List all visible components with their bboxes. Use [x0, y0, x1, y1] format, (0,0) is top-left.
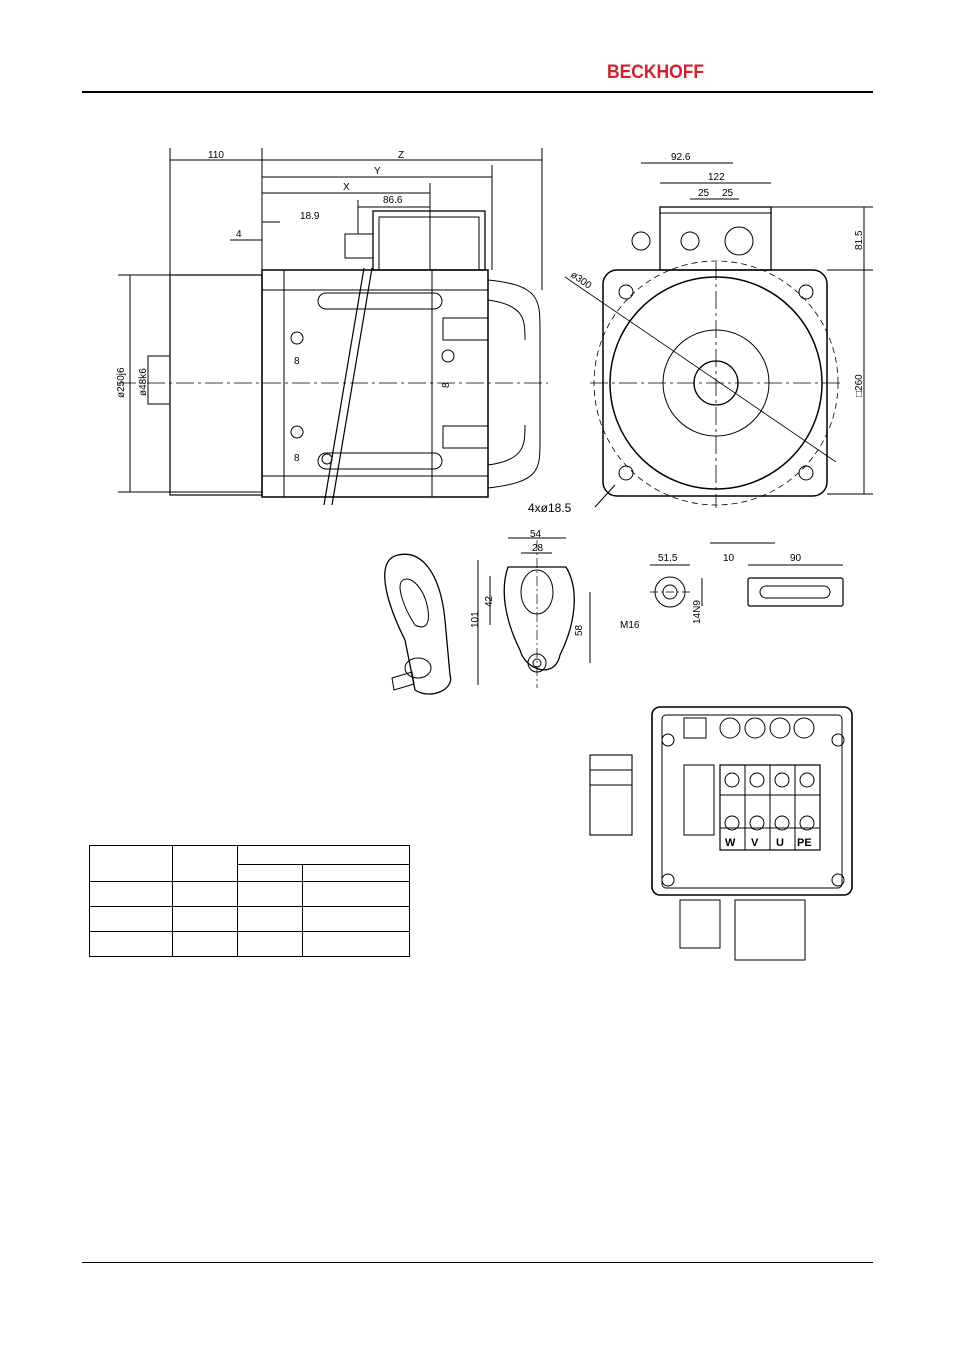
dim-122: 122 — [708, 172, 725, 183]
dim-250j6: ø250j6 — [116, 367, 127, 398]
table-cell — [172, 845, 238, 882]
dim-4: 4 — [236, 229, 242, 240]
table-cell — [302, 864, 410, 882]
dim-m16: M16 — [620, 620, 640, 631]
table-cell — [172, 906, 238, 932]
footer-rule — [82, 1262, 873, 1263]
dim-10: 10 — [723, 553, 735, 564]
table-row — [89, 906, 410, 932]
header-rule — [82, 91, 873, 93]
dim-14n9: 14N9 — [692, 600, 703, 624]
shaft-end — [650, 542, 844, 608]
dim-x: X — [343, 182, 350, 193]
terminal-box — [589, 706, 853, 961]
dim-81-5: 81.5 — [854, 230, 865, 250]
dim-25a: 25 — [698, 188, 710, 199]
terminal-v: V — [751, 837, 759, 849]
dim-51-5: 51.5 — [658, 553, 678, 564]
dim-18-9: 18.9 — [300, 211, 320, 222]
dim-slot-2: 8 — [294, 453, 300, 464]
front-view — [564, 162, 873, 508]
table-cell — [89, 881, 173, 907]
table-cell — [302, 931, 410, 957]
dim-101: 101 — [470, 611, 481, 628]
table-cell — [237, 931, 303, 957]
beckhoff-logo: BECKHOFF — [607, 62, 705, 83]
dim-86-6: 86.6 — [383, 195, 403, 206]
table-cell — [237, 845, 410, 865]
terminal-w: W — [725, 837, 736, 849]
spec-table — [89, 845, 410, 957]
dim-92-6: 92.6 — [671, 152, 691, 163]
dim-58: 58 — [574, 624, 585, 636]
dim-slot-3: 8 — [441, 382, 452, 388]
dim-54: 54 — [530, 529, 542, 540]
dim-z: Z — [398, 150, 404, 161]
dim-110: 110 — [208, 150, 224, 161]
hole-label: 4xø18.5 — [528, 501, 572, 515]
dim-slot-1: 8 — [294, 356, 300, 367]
dim-260: □260 — [854, 374, 865, 397]
eye-bolt — [384, 537, 591, 695]
table-row — [89, 845, 410, 882]
dim-90: 90 — [790, 553, 802, 564]
terminal-pe: PE — [797, 837, 812, 849]
table-cell — [302, 906, 410, 932]
table-row — [89, 881, 410, 907]
dim-48k6: ø48k6 — [138, 368, 149, 396]
dim-300: ø300 — [568, 269, 593, 291]
table-cell — [172, 931, 238, 957]
table-cell — [172, 881, 238, 907]
side-view — [118, 148, 548, 506]
table-cell — [89, 845, 173, 882]
table-cell — [89, 906, 173, 932]
dim-25b: 25 — [722, 188, 734, 199]
table-cell — [237, 906, 303, 932]
table-row — [89, 931, 410, 957]
dim-42: 42 — [484, 595, 495, 607]
table-cell — [89, 931, 173, 957]
table-cell — [302, 881, 410, 907]
table-cell — [237, 864, 303, 882]
dim-y: Y — [374, 166, 381, 177]
table-cell — [237, 881, 303, 907]
dim-28: 28 — [532, 543, 544, 554]
table-row — [90, 864, 410, 882]
terminal-u: U — [776, 837, 784, 849]
